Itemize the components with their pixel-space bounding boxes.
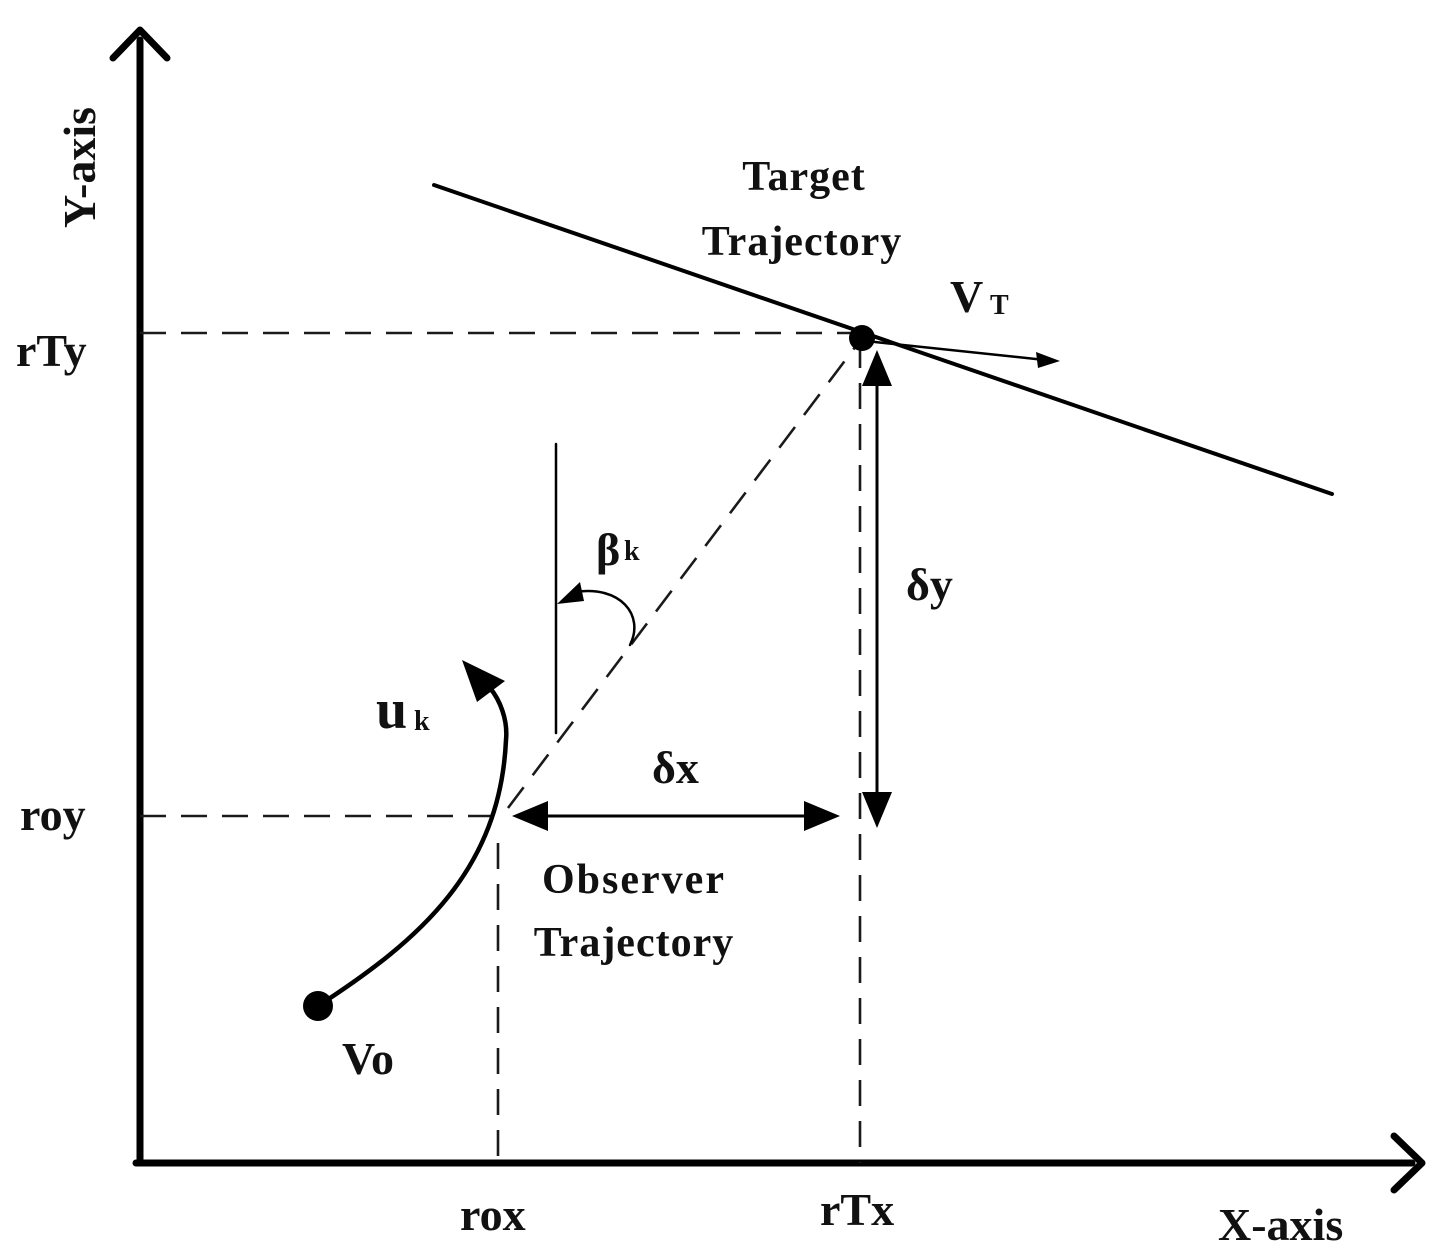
axes <box>109 26 1426 1194</box>
projection-lines <box>140 331 864 1163</box>
svg-text:T: T <box>990 290 1009 321</box>
delta-x-left-arrowhead <box>512 801 548 831</box>
target-trajectory-line <box>432 183 1334 496</box>
svg-text:V: V <box>950 271 983 322</box>
svg-text:u: u <box>376 679 407 741</box>
svg-text:k: k <box>414 706 430 737</box>
line-of-sight <box>506 337 864 809</box>
observer-trajectory-label-line1: Observer <box>542 857 726 903</box>
delta-x-label: δx <box>652 742 699 793</box>
x-axis-label: X-axis <box>1218 1199 1343 1250</box>
delta-x-right-arrowhead <box>804 801 840 831</box>
svg-text:k: k <box>624 536 640 567</box>
delta-y-label: δy <box>906 559 953 610</box>
delta-y-bottom-arrowhead <box>862 792 892 828</box>
y-axis-arrowhead <box>109 26 171 62</box>
target-velocity-arrowhead <box>1036 352 1060 368</box>
delta-y-top-arrowhead <box>862 350 892 386</box>
target-velocity-label: V T <box>950 271 1009 322</box>
target-trajectory-label-line2: Trajectory <box>702 219 902 265</box>
observer-trajectory-label-line2: Trajectory <box>534 920 734 966</box>
tick-label-roy: roy <box>20 789 86 840</box>
control-input-arrowhead <box>462 660 505 702</box>
target-trajectory-label-line1: Target <box>742 154 865 200</box>
y-axis-label: Y-axis <box>54 107 105 228</box>
target-position-dot <box>849 325 875 351</box>
tick-label-rox: rox <box>460 1189 526 1240</box>
bearing-angle-label: β k <box>596 524 640 575</box>
observer-velocity-label: Vo <box>342 1033 394 1084</box>
bearing-angle-arc <box>573 589 636 647</box>
x-axis-arrowhead <box>1390 1132 1426 1194</box>
target-velocity-vector <box>873 340 1047 362</box>
bearing-angle-arrowhead <box>557 582 584 604</box>
observer-start-dot <box>303 991 333 1021</box>
tick-label-rtx: rTx <box>820 1184 894 1235</box>
tick-label-rty: rTy <box>16 325 87 376</box>
observer-trajectory-curve <box>315 685 509 1009</box>
svg-text:β: β <box>596 524 620 575</box>
control-input-label: u k <box>376 679 430 741</box>
